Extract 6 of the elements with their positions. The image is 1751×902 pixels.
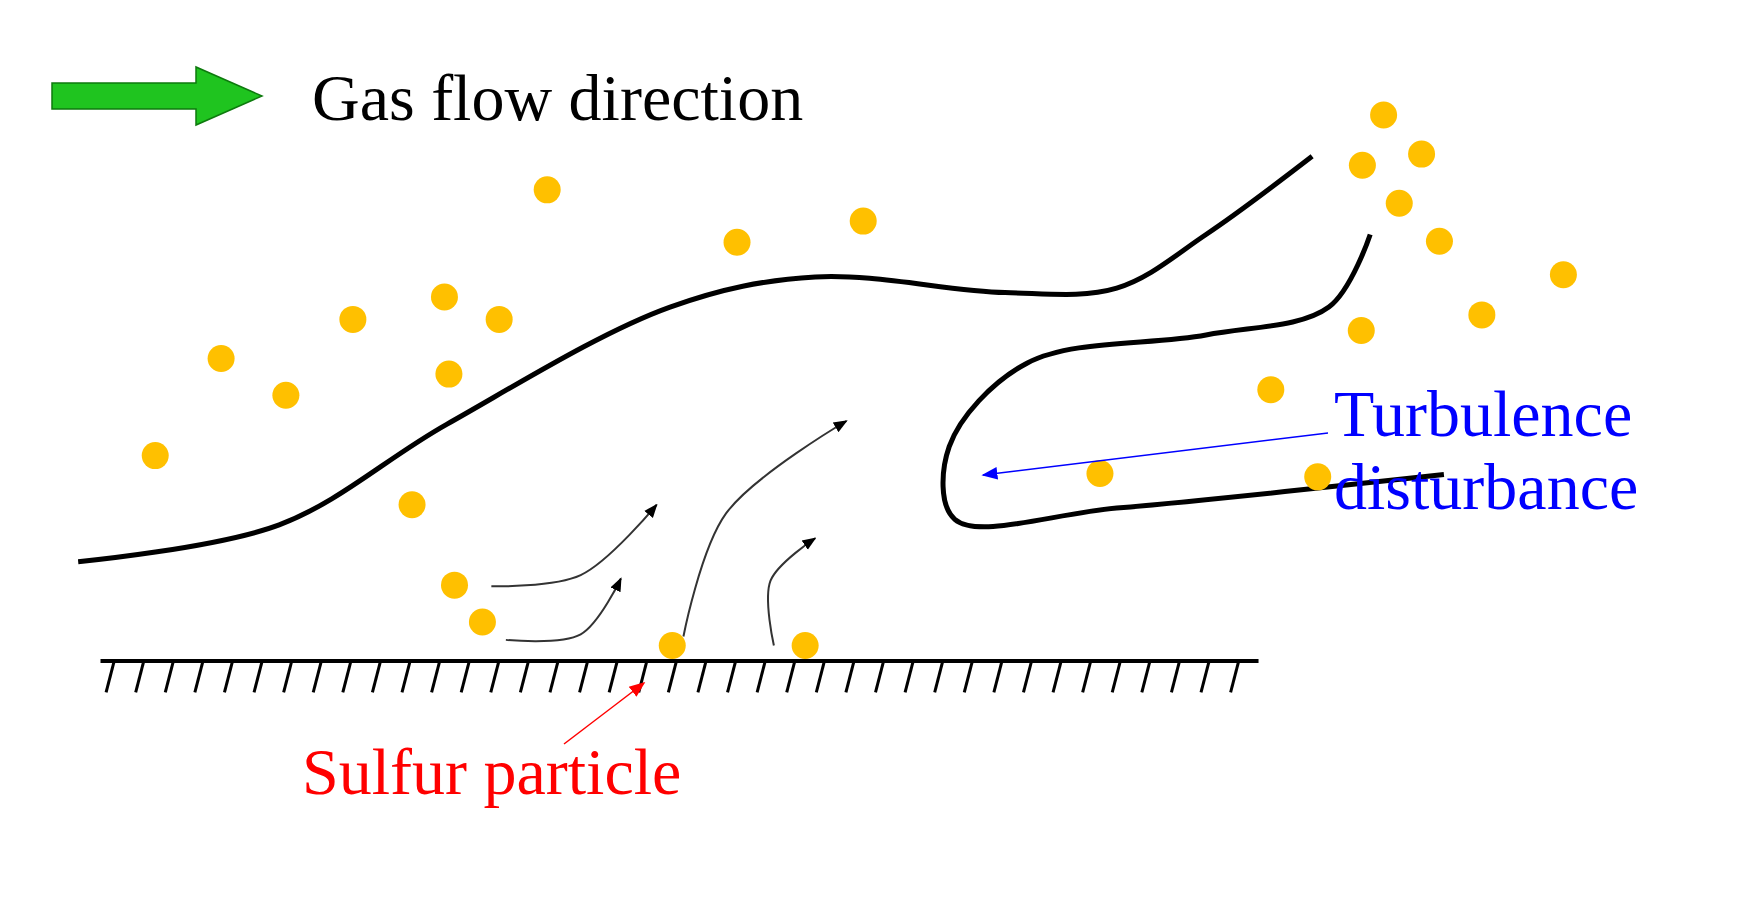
annotation-text: Sulfur particle: [302, 736, 752, 809]
leader-line: [563, 682, 646, 745]
flow-direction-label: Gas flow direction: [312, 62, 804, 135]
leader-line: [981, 432, 1329, 480]
annotation-text: Turbulence disturbance: [1334, 378, 1724, 524]
wall-hatching: [100, 659, 1259, 693]
